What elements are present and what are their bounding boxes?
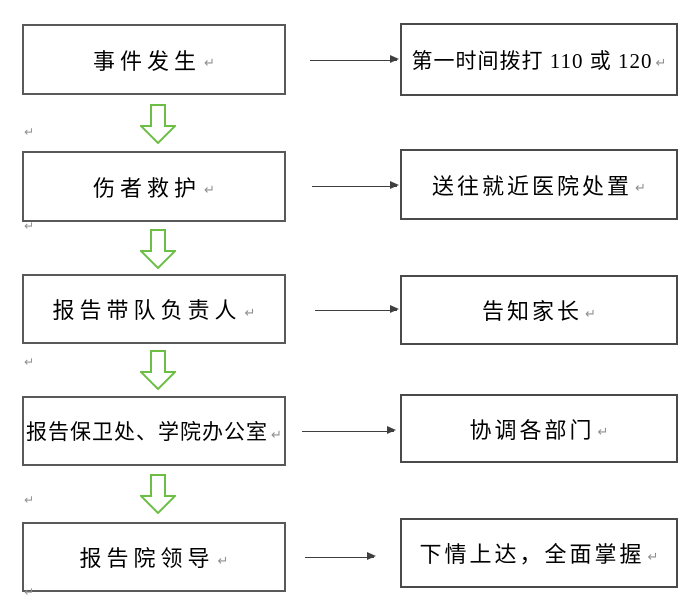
return-mark-icon: ↵ (24, 125, 35, 139)
flow-box-label: 报告带队负责人 (52, 298, 242, 323)
return-mark-icon: ↵ (597, 425, 609, 440)
return-mark-icon: ↵ (204, 183, 215, 198)
flow-box-full-awareness: 下情上达，全面掌握 ↵ (400, 518, 678, 588)
return-mark-icon: ↵ (271, 427, 282, 443)
flow-box-report-team-leader: 报告带队负责人 ↵ (22, 274, 286, 344)
flow-box-label: 协调各部门 (469, 417, 595, 443)
flow-box-report-security-office: 报告保卫处、学院办公室 ↵ (22, 396, 286, 466)
flow-box-label: 报告院领导 (79, 546, 215, 571)
right-arrow-connector (305, 552, 376, 561)
flow-box-incident: 事件发生 ↵ (22, 24, 286, 95)
flow-box-label: 下情上达，全面掌握 (419, 542, 645, 567)
down-arrow-icon (140, 474, 176, 514)
flow-box-label: 报告保卫处、学院办公室 (26, 420, 269, 444)
flow-box-inform-parents: 告知家长 ↵ (400, 275, 678, 345)
flow-box-label: 伤者救护 (93, 175, 202, 201)
return-mark-icon: ↵ (24, 493, 35, 507)
right-arrow-connector (310, 55, 399, 64)
return-mark-icon: ↵ (655, 56, 667, 71)
down-arrow-icon (140, 229, 176, 269)
flow-box-call-110-120: 第一时间拨打 110 或 120 ↵ (400, 23, 678, 96)
return-mark-icon: ↵ (24, 219, 35, 233)
return-mark-icon: ↵ (204, 56, 215, 71)
flow-box-rescue: 伤者救护 ↵ (22, 151, 286, 222)
down-arrow-icon (140, 350, 176, 390)
return-mark-icon: ↵ (585, 306, 596, 322)
return-mark-icon: ↵ (635, 181, 646, 196)
flow-box-coordinate-departments: 协调各部门 ↵ (400, 394, 678, 463)
return-mark-icon: ↵ (24, 355, 35, 369)
flow-box-hospital: 送往就近医院处置 ↵ (400, 149, 678, 220)
right-arrow-connector (315, 305, 399, 314)
flow-box-label: 第一时间拨打 110 或 120 (411, 48, 653, 73)
right-arrow-connector (312, 181, 399, 190)
down-arrow-icon (140, 104, 176, 144)
return-mark-icon: ↵ (217, 553, 229, 569)
return-mark-icon: ↵ (244, 305, 256, 321)
return-mark-icon: ↵ (24, 585, 35, 599)
flow-box-label: 送往就近医院处置 (432, 173, 633, 199)
flow-box-label: 事件发生 (93, 48, 202, 74)
right-arrow-connector (302, 426, 396, 435)
flow-box-report-college-leaders: 报告院领导 ↵ (22, 522, 286, 592)
return-mark-icon: ↵ (647, 549, 659, 565)
flow-box-label: 告知家长 (482, 299, 583, 324)
